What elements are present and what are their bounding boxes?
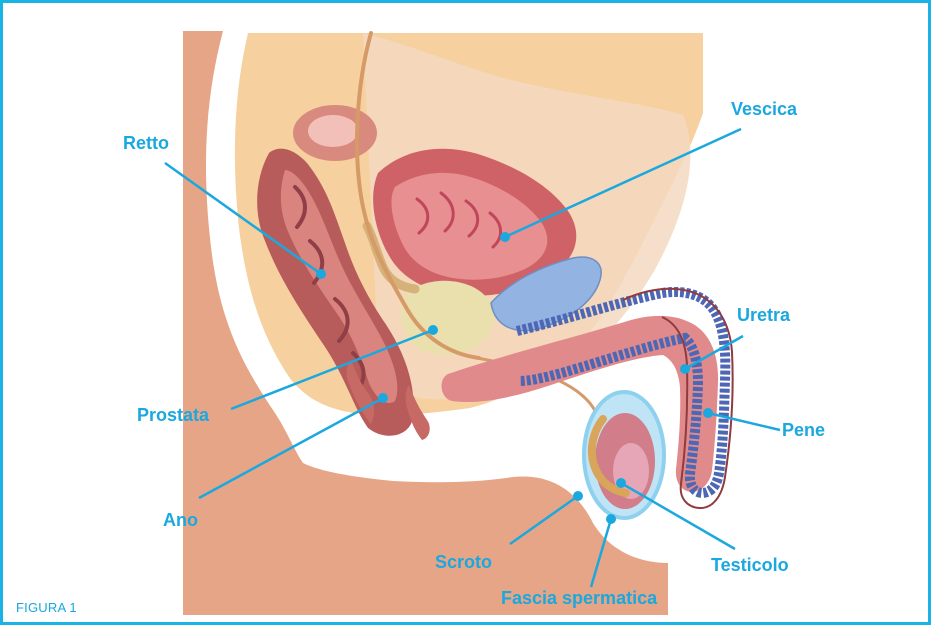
uretra-pointer-dot: [680, 364, 690, 374]
retto-pointer-dot: [316, 269, 326, 279]
label-retto: Retto: [123, 133, 169, 153]
vescica-pointer-dot: [500, 232, 510, 242]
label-vescica: Vescica: [731, 99, 798, 119]
fascia-pointer-dot: [606, 514, 616, 524]
testicolo-pointer-dot: [616, 478, 626, 488]
label-prostata: Prostata: [137, 405, 210, 425]
ano-pointer-dot: [378, 393, 388, 403]
label-ano: Ano: [163, 510, 198, 530]
intestinal-loop-inner: [308, 115, 358, 147]
anatomy-diagram: Retto Vescica Uretra Prostata Pene Ano S…: [3, 3, 931, 625]
pene-pointer-dot: [703, 408, 713, 418]
scroto-pointer-dot: [573, 491, 583, 501]
label-scroto: Scroto: [435, 552, 492, 572]
label-pene: Pene: [782, 420, 825, 440]
label-uretra: Uretra: [737, 305, 791, 325]
figure-caption: FIGURA 1: [16, 600, 77, 615]
label-fascia-spermatica: Fascia spermatica: [501, 588, 658, 608]
prostata-pointer-dot: [428, 325, 438, 335]
label-testicolo: Testicolo: [711, 555, 789, 575]
